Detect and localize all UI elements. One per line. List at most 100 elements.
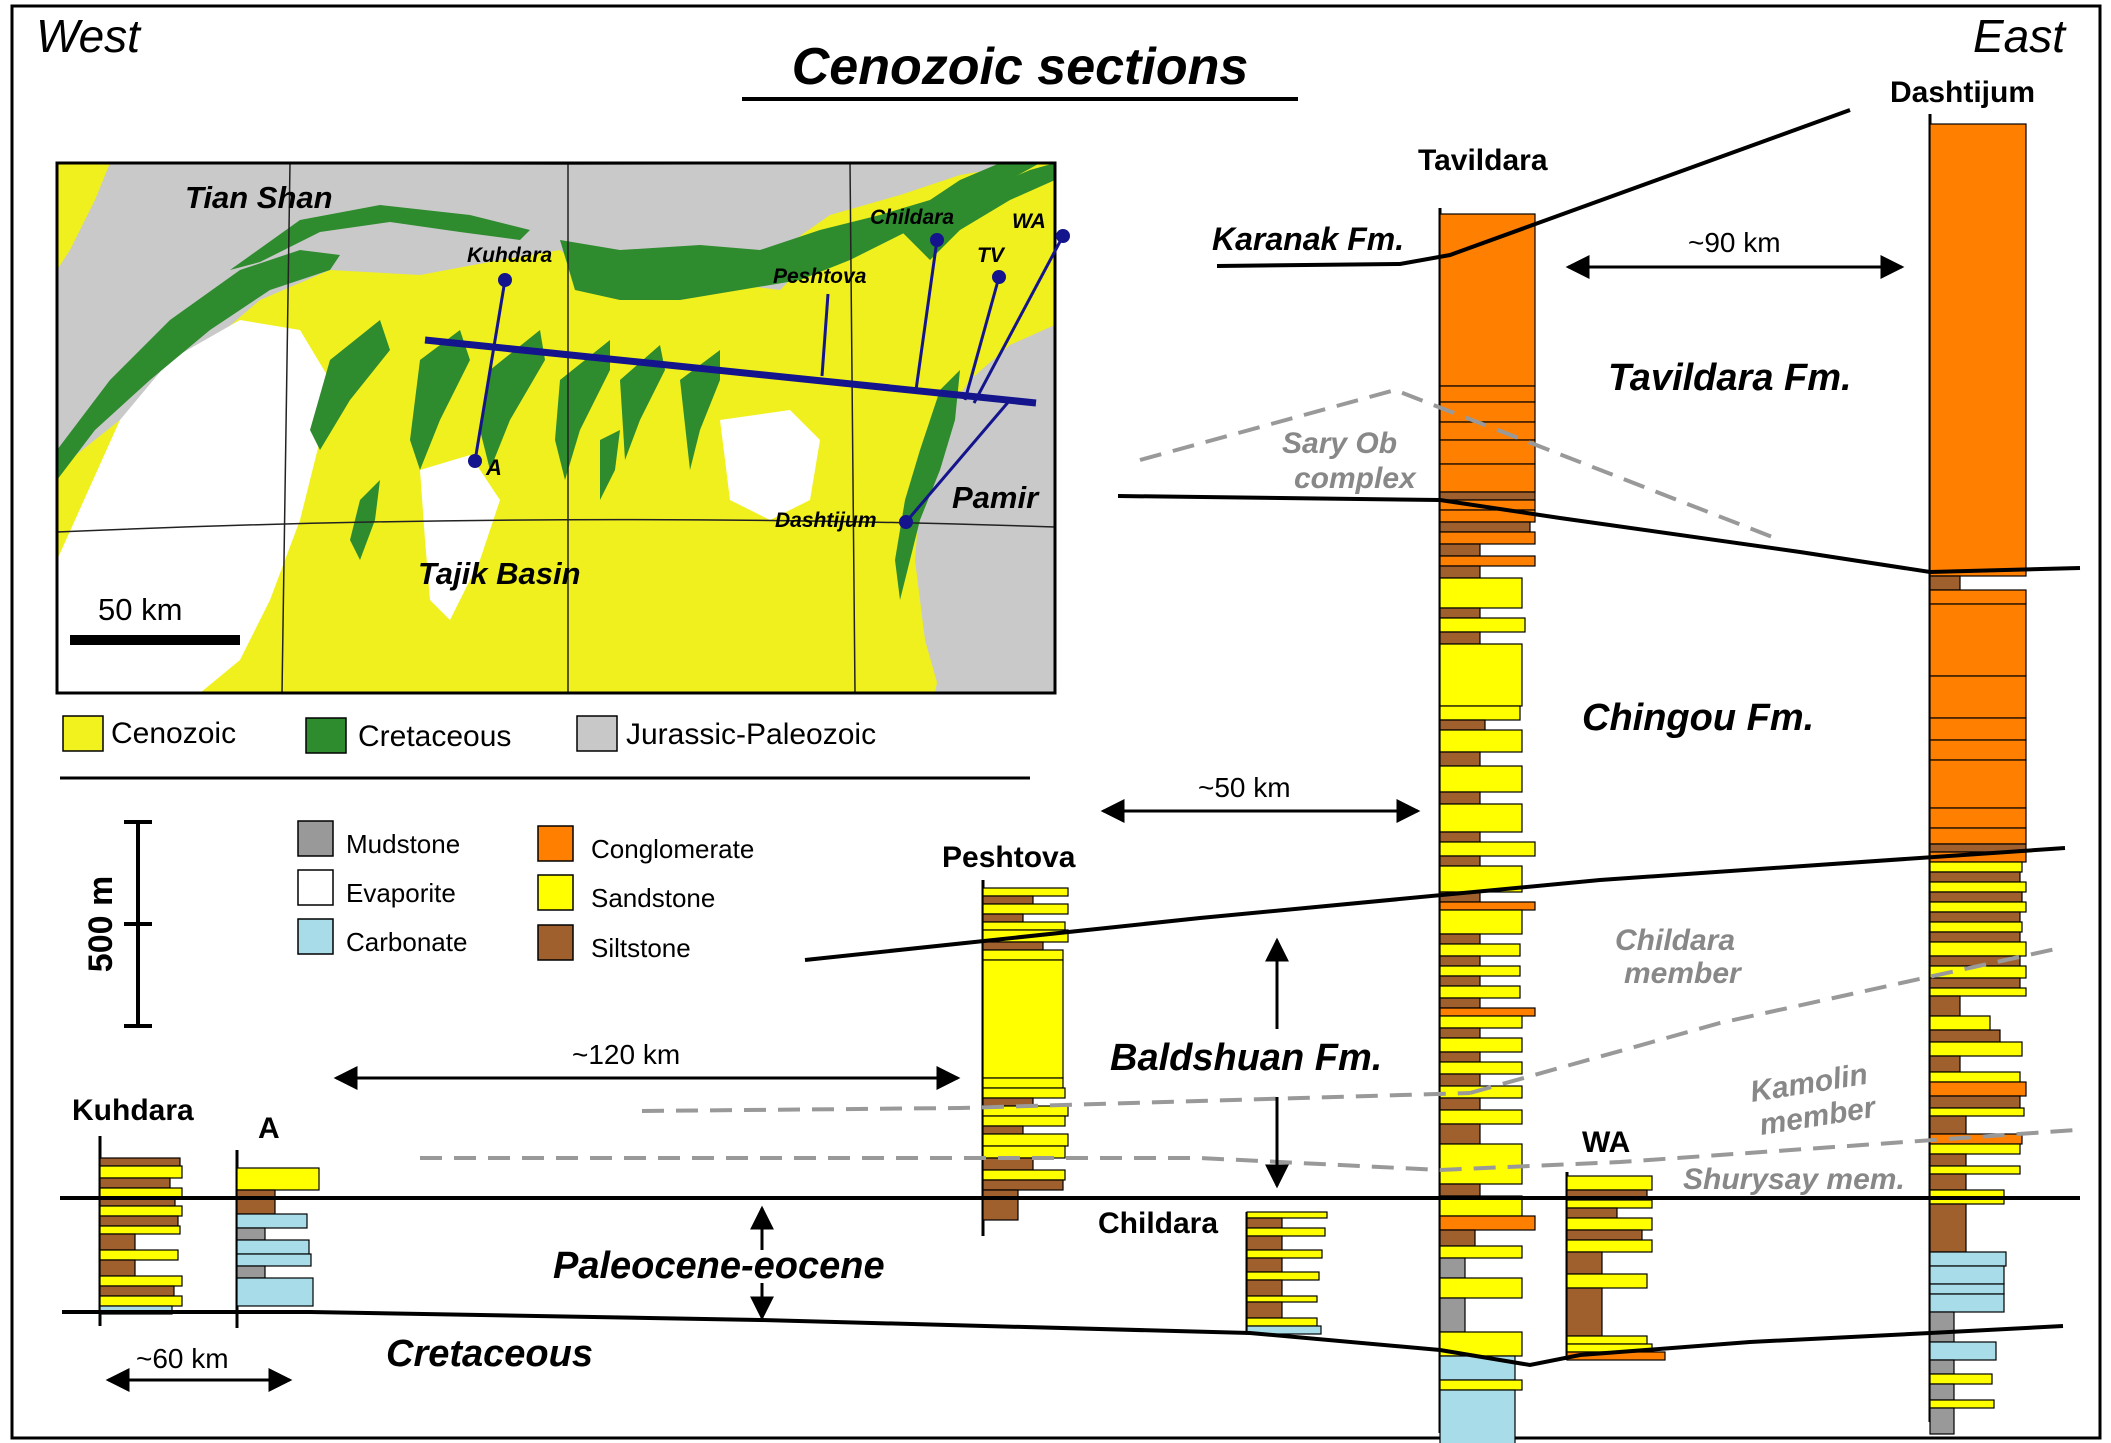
bed-dashtijum-160 bbox=[1929, 1029, 2001, 1043]
line-karanak bbox=[1216, 108, 1851, 268]
bed-childara-44 bbox=[1246, 1211, 1328, 1219]
bed-peshtova-26 bbox=[982, 913, 1024, 923]
lith-label-carbonate: Carbonate bbox=[346, 927, 467, 957]
bed-peshtova-23 bbox=[982, 887, 1069, 897]
bed-dashtijum-159 bbox=[1929, 1015, 1991, 1031]
bed-kuhdara-11 bbox=[99, 1275, 183, 1287]
bed-tavildara-70 bbox=[1439, 385, 1536, 403]
bed-dashtijum-164 bbox=[1929, 1081, 2027, 1097]
bed-dashtijum-165 bbox=[1929, 1095, 2021, 1109]
bed-tavildara-82 bbox=[1439, 565, 1481, 579]
bed-tavildara-96 bbox=[1439, 841, 1536, 857]
bed-peshtova-27 bbox=[982, 921, 1066, 931]
bed-tavildara-124 bbox=[1439, 1229, 1476, 1247]
bed-dashtijum-158 bbox=[1929, 995, 1961, 1017]
bed-tavildara-105 bbox=[1439, 965, 1521, 977]
map-profile-line bbox=[424, 336, 1037, 407]
map-label-pamir: Pamir bbox=[952, 480, 1040, 515]
bed-tavildara-123 bbox=[1439, 1215, 1536, 1231]
bed-a-18 bbox=[236, 1227, 266, 1241]
bed-dashtijum-175 bbox=[1929, 1251, 2007, 1267]
bed-childara-54 bbox=[1246, 1317, 1318, 1327]
bed-tavildara-128 bbox=[1439, 1297, 1466, 1333]
map-frame bbox=[55, 161, 1057, 695]
bed-tavildara-131 bbox=[1439, 1379, 1523, 1391]
bed-tavildara-72 bbox=[1439, 421, 1536, 441]
bed-childara-51 bbox=[1246, 1279, 1283, 1297]
bed-dashtijum-178 bbox=[1929, 1293, 2005, 1313]
bed-peshtova-43 bbox=[982, 1189, 1019, 1221]
formation-baldshuan: Baldshuan Fm. bbox=[1110, 1037, 1382, 1079]
bed-tavildara-89 bbox=[1439, 719, 1486, 731]
bed-tavildara-75 bbox=[1439, 491, 1536, 501]
bed-dashtijum-151 bbox=[1929, 921, 2023, 933]
bed-dashtijum-145 bbox=[1929, 861, 2023, 873]
bed-dashtijum-148 bbox=[1929, 891, 2023, 903]
lith-swatch-siltstone bbox=[537, 924, 574, 961]
lithology-legend: Mudstone Evaporite Carbonate Conglomerat… bbox=[297, 820, 754, 963]
line-base-tavildara bbox=[1117, 494, 2081, 575]
bed-tavildara-80 bbox=[1439, 543, 1481, 557]
bed-dashtijum-185 bbox=[1929, 1407, 1955, 1435]
map-pamir-block bbox=[935, 325, 1055, 693]
bed-dashtijum-138 bbox=[1929, 717, 2027, 741]
bed-kuhdara-2 bbox=[99, 1177, 171, 1189]
formation-sary-ob-line2: complex bbox=[1294, 462, 1417, 495]
line-kamolin-base-west bbox=[641, 1091, 1471, 1113]
lith-swatch-conglomerate bbox=[537, 825, 574, 862]
bed-kuhdara-5 bbox=[99, 1205, 183, 1217]
bed-tavildara-104 bbox=[1439, 955, 1481, 967]
bed-tavildara-93 bbox=[1439, 791, 1481, 805]
bed-childara-49 bbox=[1246, 1257, 1283, 1273]
bed-childara-55 bbox=[1246, 1325, 1322, 1335]
bed-tavildara-112 bbox=[1439, 1037, 1523, 1053]
bed-peshtova-36 bbox=[982, 1115, 1066, 1127]
figure-frame bbox=[10, 4, 2102, 1440]
bed-tavildara-113 bbox=[1439, 1051, 1481, 1063]
bed-tavildara-73 bbox=[1439, 439, 1536, 465]
bed-dashtijum-184 bbox=[1929, 1399, 1995, 1409]
legend-swatch-cenozoic bbox=[62, 715, 104, 752]
formation-paleocene-eocene: Paleocene-eocene bbox=[553, 1245, 885, 1287]
bed-dashtijum-135 bbox=[1929, 589, 2027, 605]
lith-label-evaporite: Evaporite bbox=[346, 878, 456, 908]
bed-tavildara-114 bbox=[1439, 1061, 1523, 1075]
bed-dashtijum-166 bbox=[1929, 1107, 2025, 1117]
bed-tavildara-97 bbox=[1439, 855, 1481, 867]
bed-dashtijum-139 bbox=[1929, 739, 2027, 761]
formation-chingou: Chingou Fm. bbox=[1582, 697, 1814, 739]
bed-wa-58 bbox=[1566, 1199, 1653, 1209]
bed-childara-52 bbox=[1246, 1295, 1318, 1303]
correlation-lines bbox=[60, 108, 2081, 1368]
bed-dashtijum-181 bbox=[1929, 1359, 1955, 1375]
map-scale-label: 50 km bbox=[98, 592, 182, 627]
bed-childara-47 bbox=[1246, 1235, 1283, 1251]
bed-peshtova-31 bbox=[982, 959, 1064, 1079]
bed-tavildara-100 bbox=[1439, 901, 1536, 911]
scale-label-500m: 500 m bbox=[82, 876, 120, 972]
lith-label-sandstone: Sandstone bbox=[591, 883, 715, 913]
bed-wa-64 bbox=[1566, 1273, 1648, 1289]
bed-dashtijum-179 bbox=[1929, 1311, 1955, 1343]
bed-wa-62 bbox=[1566, 1239, 1653, 1253]
map-cretaceous-outcrops bbox=[57, 163, 1055, 600]
bed-tavildara-98 bbox=[1439, 865, 1523, 893]
map-white-area-3 bbox=[720, 410, 820, 520]
bed-tavildara-118 bbox=[1439, 1109, 1523, 1125]
bed-peshtova-37 bbox=[982, 1125, 1024, 1135]
bed-a-22 bbox=[236, 1277, 314, 1307]
lith-swatch-mudstone bbox=[297, 820, 334, 857]
bed-childara-53 bbox=[1246, 1301, 1283, 1319]
legend-label-cenozoic: Cenozoic bbox=[111, 717, 236, 750]
map-white-area-2 bbox=[420, 455, 500, 620]
bed-tavildara-74 bbox=[1439, 463, 1536, 493]
lith-label-conglomerate: Conglomerate bbox=[591, 834, 754, 864]
bed-tavildara-132 bbox=[1439, 1389, 1516, 1443]
bed-dashtijum-167 bbox=[1929, 1115, 1967, 1135]
bed-childara-45 bbox=[1246, 1217, 1283, 1229]
bed-tavildara-125 bbox=[1439, 1245, 1523, 1259]
lith-label-mudstone: Mudstone bbox=[346, 829, 460, 859]
distance-120km: ~120 km bbox=[572, 1039, 680, 1070]
map-section-lines bbox=[473, 235, 1065, 523]
